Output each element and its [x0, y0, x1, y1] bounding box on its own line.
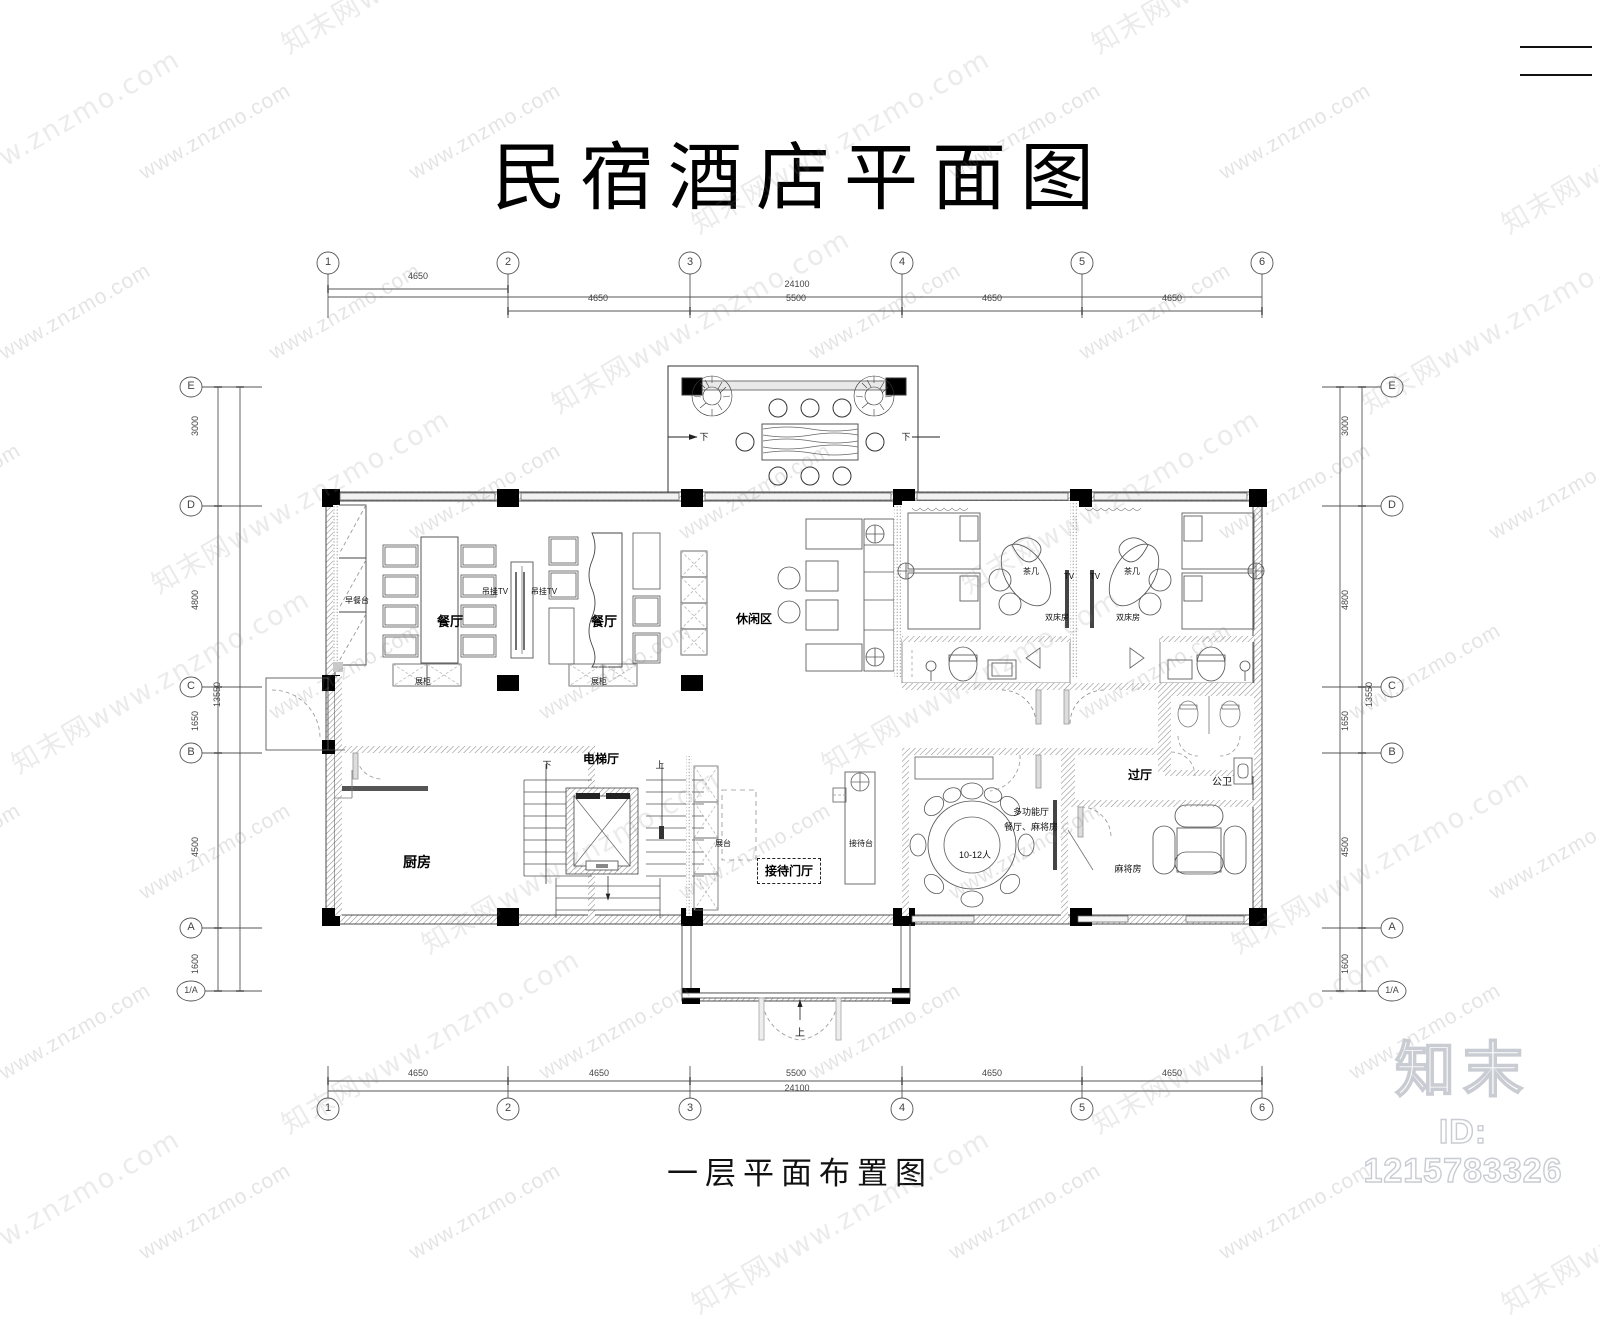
grid-bubble-left-A: A [187, 921, 195, 933]
dim-bottom-1-2: 4650 [407, 1068, 429, 1078]
plan-caption: 一层平面布置图 [667, 1156, 933, 1192]
room-label-tea-table-left: 茶几 [1023, 567, 1039, 576]
room-label-passage-hall: 过厅 [1127, 768, 1152, 782]
dim-left-A-1A: 1600 [190, 953, 200, 974]
room-label-terrace-down-right: 下 [901, 432, 911, 442]
room-label-banquet-seats: 10-12人 [958, 850, 992, 860]
dim-right-E-D: 3000 [1340, 415, 1350, 436]
room-label-reception-hall: 接待门厅 [757, 858, 822, 884]
dim-left-C-B: 1650 [190, 710, 200, 731]
room-label-lounge: 休闲区 [735, 612, 772, 626]
grid-bubble-bottom-1: 1 [324, 1102, 332, 1114]
room-label-multi-hall-line2: 餐厅、麻将房 [1003, 822, 1058, 832]
dim-right-D-C: 4800 [1340, 589, 1350, 610]
grid-bubble-right-C: C [1388, 680, 1396, 692]
grid-bubble-bottom-2: 2 [504, 1102, 512, 1114]
sheet-corner-mark-b [1520, 74, 1592, 76]
sheet-corner-mark-a [1520, 46, 1592, 48]
dim-right-total: 13550 [1364, 681, 1374, 707]
grid-bubble-left-E: E [187, 380, 195, 392]
dim-bottom-4-5: 4650 [981, 1068, 1003, 1078]
grid-bubble-top-6: 6 [1258, 256, 1266, 268]
dim-left-E-D: 3000 [190, 415, 200, 436]
room-label-display-case-left: 展柜 [415, 677, 431, 686]
room-label-hanging-tv-a: 吊挂TV [481, 587, 509, 596]
room-label-hanging-tv-b: 吊挂TV [530, 587, 558, 596]
room-label-elevator-lobby: 电梯厅 [582, 752, 619, 766]
room-label-stair-down: 下 [542, 760, 552, 770]
grid-bubble-bottom-6: 6 [1258, 1102, 1266, 1114]
brand-id-text: ID: 1215783326 [1363, 1112, 1563, 1190]
grid-bubble-right-1A: 1/A [1385, 985, 1399, 995]
dim-top-4-5: 4650 [981, 293, 1003, 303]
plan-label-layer: 4650 24100 4650 5500 4650 4650 1 2 3 4 5… [184, 256, 1399, 1114]
dim-top-5-6: 4650 [1161, 293, 1183, 303]
room-label-stair-up: 上 [655, 760, 665, 770]
grid-bubble-top-4: 4 [898, 256, 906, 268]
grid-bubble-left-B: B [187, 746, 195, 758]
room-label-kitchen: 厨房 [403, 854, 431, 870]
dim-right-A-1A: 1600 [1340, 953, 1350, 974]
dim-left-B-A: 4500 [190, 836, 200, 857]
brand-logo-text: 知末 [1394, 1036, 1531, 1106]
grid-bubble-top-2: 2 [504, 256, 512, 268]
dim-right-B-A: 4500 [1340, 836, 1350, 857]
room-label-twin-room-right: 双床房 [1116, 613, 1140, 622]
grid-bubble-right-E: E [1388, 380, 1396, 392]
room-label-public-toilet: 公卫 [1212, 777, 1232, 788]
grid-bubble-bottom-4: 4 [898, 1102, 906, 1114]
page-title: 民宿酒店平面图 [492, 135, 1108, 221]
dim-bottom-5-6: 4650 [1161, 1068, 1183, 1078]
room-label-entry-up: 上 [795, 1028, 805, 1039]
dim-left-total: 13550 [212, 681, 222, 707]
room-label-tv-right: TV [1089, 572, 1101, 581]
room-label-breakfast-bar: 早餐台 [345, 596, 369, 605]
room-label-reception-desk: 接待台 [849, 839, 873, 848]
brand-watermark: 知末 ID: 1215783326 [1348, 1036, 1578, 1191]
room-label-multi-hall-line1: 多功能厅 [1012, 807, 1049, 817]
grid-bubble-right-B: B [1388, 746, 1396, 758]
floor-plan-drawing [176, 251, 1407, 1121]
reception-hall-text: 接待门厅 [765, 864, 814, 878]
dim-top-1-2: 4650 [407, 271, 429, 281]
grid-bubble-bottom-3: 3 [686, 1102, 694, 1114]
grid-bubble-left-D: D [187, 499, 195, 511]
grid-bubble-right-D: D [1388, 499, 1396, 511]
room-label-dining-left: 餐厅 [436, 614, 463, 629]
dim-bottom-3-4: 5500 [785, 1068, 807, 1078]
grid-bubble-top-3: 3 [686, 256, 694, 268]
grid-bubble-left-1A: 1/A [184, 985, 198, 995]
grid-bubble-left-C: C [187, 680, 195, 692]
grid-bubble-top-1: 1 [324, 256, 332, 268]
room-label-tea-table-right: 茶几 [1124, 567, 1140, 576]
dim-bottom-2-3: 4650 [588, 1068, 610, 1078]
room-label-terrace-down-left: 下 [699, 432, 709, 442]
dim-top-3-4: 5500 [785, 293, 807, 303]
room-label-display-case-right: 展柜 [591, 677, 607, 686]
dim-left-D-C: 4800 [190, 589, 200, 610]
grid-bubble-top-5: 5 [1078, 256, 1086, 268]
room-label-exhibit-stand: 展台 [715, 839, 731, 848]
grid-bubble-right-A: A [1388, 921, 1396, 933]
dim-bottom-total: 24100 [784, 1083, 810, 1093]
room-label-dining-right: 餐厅 [590, 614, 617, 629]
room-label-tv-left: TV [1063, 572, 1075, 581]
dim-top-total: 24100 [784, 279, 810, 289]
dim-right-C-B: 1650 [1340, 710, 1350, 731]
room-label-mahjong-room: 麻将房 [1114, 864, 1142, 874]
dim-top-2-3: 4650 [587, 293, 609, 303]
room-label-twin-room-left: 双床房 [1045, 613, 1069, 622]
grid-bubble-bottom-5: 5 [1078, 1102, 1086, 1114]
